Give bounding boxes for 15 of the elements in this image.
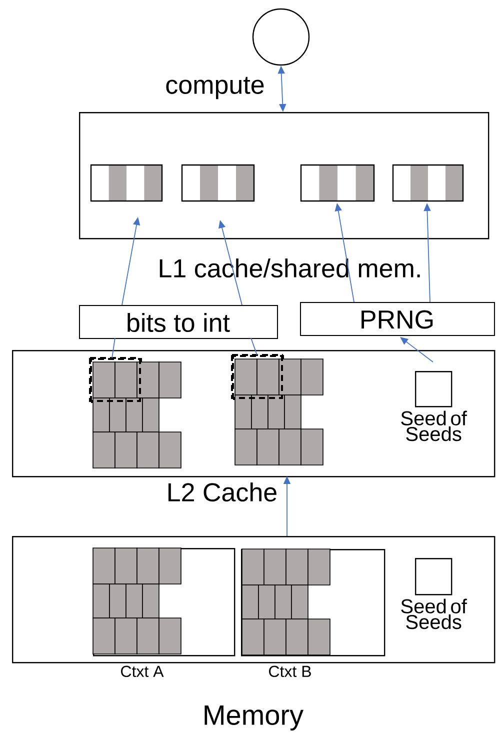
register-box: [300, 164, 375, 202]
register-box: [90, 164, 163, 202]
heading: Memory: [201, 704, 305, 732]
heading: L2 Cache: [165, 481, 279, 503]
label-box: PRNG: [300, 302, 495, 336]
register-box: [181, 164, 255, 202]
node-label: Ctxt A: [121, 666, 164, 678]
label-box: bits to int: [79, 305, 278, 339]
edge-label: compute: [164, 76, 266, 100]
node-label: Seed of Seeds: [401, 598, 467, 630]
arrow: [400, 337, 434, 362]
node-label: Seed of Seeds: [401, 410, 467, 442]
circle-node: [252, 8, 310, 66]
node-label: Ctxt B: [269, 666, 311, 678]
register-box: [392, 164, 464, 202]
